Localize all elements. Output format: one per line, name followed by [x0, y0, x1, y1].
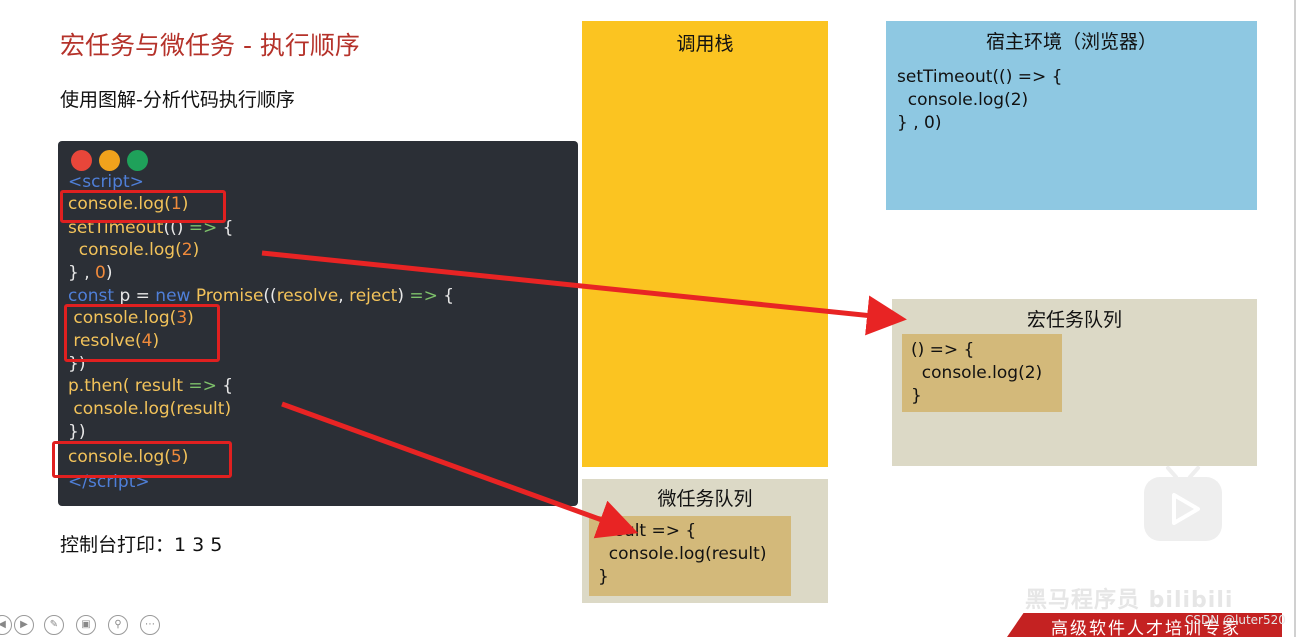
code-token: p =	[119, 286, 156, 306]
code-token: console.log(	[68, 447, 171, 467]
code-token: )	[397, 286, 410, 306]
micro-card-line: result => {	[598, 521, 697, 541]
macro-card-line: }	[911, 386, 922, 406]
code-token: console.log(	[68, 308, 177, 328]
forward-icon[interactable]: ▶	[14, 615, 34, 635]
code-token: p.then(	[68, 376, 135, 396]
console-output-text: 控制台打印：1 3 5	[60, 534, 223, 556]
macro-card-line: console.log(2)	[911, 363, 1043, 383]
code-token: const	[68, 286, 120, 306]
code-token: console.log(	[68, 399, 177, 419]
code-token: console.log(	[68, 194, 171, 214]
code-token: 3	[176, 308, 188, 328]
code-token: =>	[409, 286, 438, 306]
code-token: 2	[181, 240, 193, 260]
code-token: (()	[163, 218, 189, 238]
copy-icon[interactable]: ▣	[76, 615, 96, 635]
code-line: <script>	[68, 171, 144, 193]
code-line: console.log(5)	[68, 446, 188, 468]
code-token: {	[437, 286, 455, 306]
highlight-console-log-5	[52, 441, 232, 478]
right-divider	[1294, 0, 1296, 637]
code-token: new	[155, 286, 196, 306]
code-token: =>	[188, 218, 218, 238]
code-token: 0	[95, 263, 106, 283]
code-token: })	[68, 422, 86, 442]
code-token: {	[217, 218, 234, 238]
zoom-icon[interactable]: ⚲	[108, 615, 128, 635]
code-line: resolve(4)	[68, 330, 159, 352]
code-token: resolve(	[68, 331, 142, 351]
slide-title: 宏任务与微任务 - 执行顺序	[60, 31, 360, 60]
call-stack-title: 调用栈	[676, 33, 734, 55]
code-token: )	[181, 194, 189, 214]
play-video-icon[interactable]	[1142, 465, 1224, 543]
maximize-dot-icon	[127, 150, 148, 171]
code-token: )	[192, 240, 200, 260]
host-code-line: console.log(2)	[897, 90, 1029, 110]
code-token: )	[224, 399, 232, 419]
code-token: )	[181, 447, 189, 467]
micro-task-queue-panel: 微任务队列 result => { console.log(result) }	[582, 479, 828, 603]
slogan-banner: 高级软件人才培训专家	[1007, 613, 1282, 637]
back-icon[interactable]: ◀	[0, 615, 12, 635]
micro-card-line: }	[598, 567, 609, 587]
code-token: )	[152, 331, 160, 351]
code-token: console.log(	[68, 240, 182, 260]
code-line: p.then( result => {	[68, 375, 233, 397]
macro-task-card: () => { console.log(2) }	[902, 334, 1062, 412]
code-token: <script>	[68, 172, 144, 192]
code-line: console.log(3)	[68, 307, 194, 329]
code-token: {	[216, 376, 234, 396]
banner-text: 高级软件人才培训专家	[1051, 619, 1241, 639]
code-token: =>	[188, 376, 217, 396]
code-token: ((	[263, 286, 277, 306]
code-line: console.log(1)	[68, 193, 188, 215]
pen-icon[interactable]: ✎	[44, 615, 64, 635]
micro-task-card: result => { console.log(result) }	[589, 516, 791, 596]
code-line: console.log(result)	[68, 398, 231, 420]
host-environment-panel: 宿主环境（浏览器） setTimeout(() => { console.log…	[886, 21, 1257, 210]
code-panel: <script>console.log(1)setTimeout(() => {…	[52, 141, 578, 506]
host-code-line: setTimeout(() => {	[897, 67, 1063, 87]
host-code-line: } , 0)	[897, 113, 942, 133]
minimize-dot-icon	[99, 150, 120, 171]
host-environment-title: 宿主环境（浏览器）	[985, 31, 1157, 53]
code-token: ,	[338, 286, 350, 306]
code-token: 5	[170, 447, 182, 467]
code-line: setTimeout(() => {	[68, 217, 233, 239]
code-token: )	[187, 308, 194, 328]
code-token: setTimeout	[68, 218, 164, 238]
micro-task-queue-title: 微任务队列	[657, 488, 753, 510]
macro-task-queue-title: 宏任务队列	[1026, 309, 1122, 331]
code-token: Promise	[195, 286, 264, 306]
code-line: } , 0)	[68, 262, 113, 284]
code-line: })	[68, 421, 85, 443]
presentation-toolbar: ◀ ▶ ✎ ▣ ⚲ ⋯	[0, 612, 170, 637]
highlight-promise-body	[64, 304, 220, 362]
code-token: reject	[349, 286, 398, 306]
macro-task-queue-panel: 宏任务队列 () => { console.log(2) }	[892, 299, 1257, 466]
csdn-watermark: CSDN @luter520	[1185, 613, 1286, 627]
macro-card-line: () => {	[911, 340, 975, 360]
code-token: 1	[170, 194, 182, 214]
code-token: 4	[141, 331, 153, 351]
highlight-console-log-1	[60, 190, 226, 223]
close-dot-icon	[71, 150, 92, 171]
slide-subtitle: 使用图解-分析代码执行顺序	[60, 89, 295, 111]
code-token: result	[134, 376, 189, 396]
more-icon[interactable]: ⋯	[140, 615, 160, 635]
logo-watermark: 黑马程序员 bilibili	[1025, 588, 1234, 613]
call-stack-panel: 调用栈	[582, 21, 828, 467]
code-line: console.log(2)	[68, 239, 199, 261]
code-token: result	[176, 399, 225, 419]
code-token: )	[105, 263, 113, 283]
code-token: } ,	[68, 263, 96, 283]
micro-card-line: console.log(result)	[598, 544, 767, 564]
code-token: resolve	[276, 286, 339, 306]
